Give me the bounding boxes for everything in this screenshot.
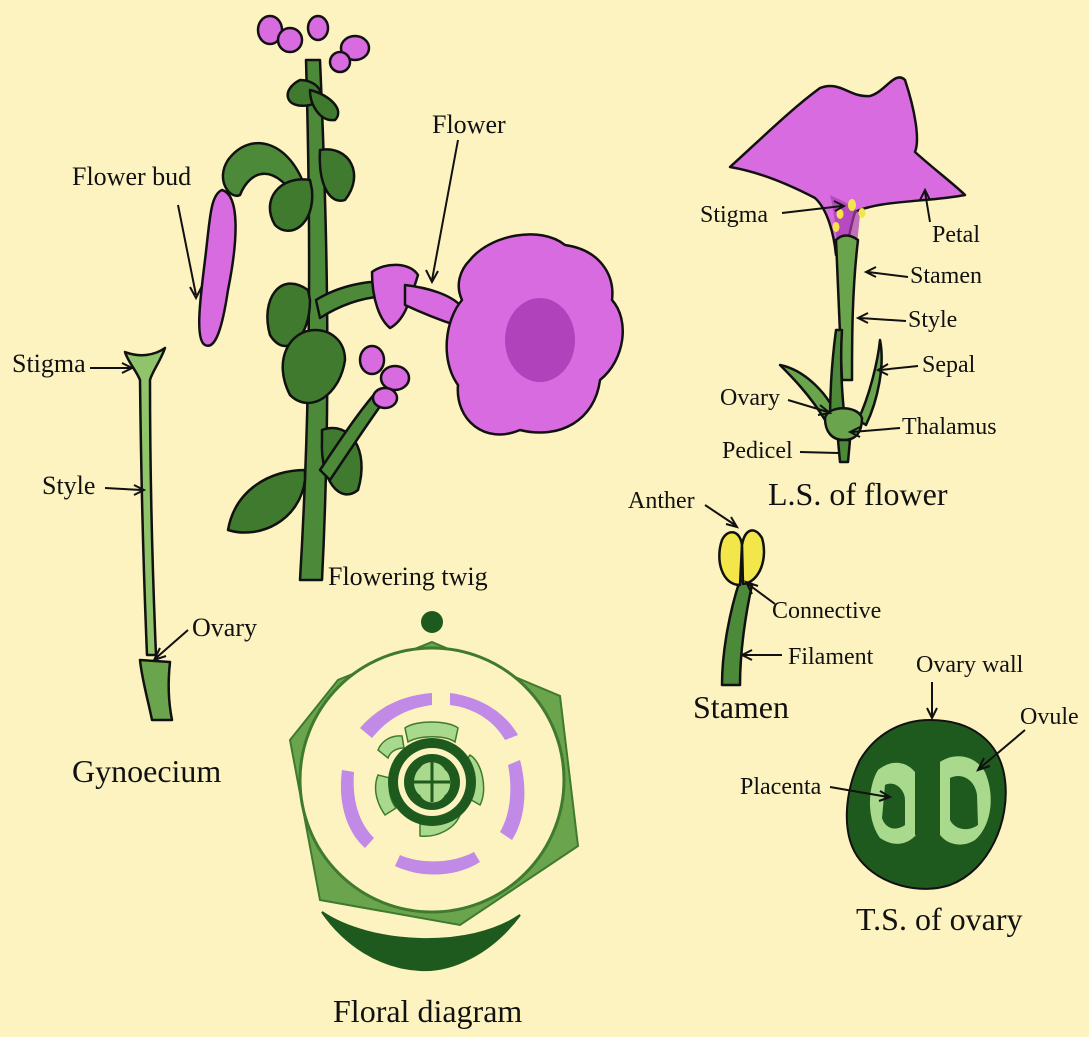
label-ls-thalamus: Thalamus xyxy=(902,414,997,440)
arrow-ls-pedicel xyxy=(800,452,838,453)
arrow-anther xyxy=(705,505,737,527)
label-flower: Flower xyxy=(432,110,506,139)
label-placenta: Placenta xyxy=(740,774,822,800)
stamen-drawing xyxy=(719,530,764,685)
label-ls-title: L.S. of flower xyxy=(768,476,948,512)
label-floral-diagram: Floral diagram xyxy=(333,993,522,1029)
label-anther: Anther xyxy=(628,488,695,514)
arrow-flower xyxy=(426,140,458,282)
label-connective: Connective xyxy=(772,598,881,624)
label-filament: Filament xyxy=(788,644,874,670)
arrow-gyn-style xyxy=(105,485,144,495)
arrow-ls-sepal xyxy=(878,364,918,375)
label-ts-title: T.S. of ovary xyxy=(856,901,1022,937)
label-ls-style: Style xyxy=(908,307,957,333)
arrow-ls-style xyxy=(858,313,906,323)
label-ovary-wall: Ovary wall xyxy=(916,652,1024,678)
label-ls-ovary: Ovary xyxy=(720,385,780,411)
label-ovule: Ovule xyxy=(1020,704,1079,730)
label-flowering-twig: Flowering twig xyxy=(328,562,488,591)
ts-ovary-drawing xyxy=(847,720,1006,889)
label-ls-stigma: Stigma xyxy=(700,202,768,228)
arrow-flower-bud xyxy=(178,205,202,298)
arrow-ovary-wall xyxy=(927,682,937,718)
label-gyn-ovary: Ovary xyxy=(192,613,257,642)
gynoecium-drawing xyxy=(125,348,172,720)
label-flower-bud: Flower bud xyxy=(72,162,191,191)
arrow-filament xyxy=(742,650,782,660)
label-ls-petal: Petal xyxy=(932,222,980,248)
label-gyn-stigma: Stigma xyxy=(12,349,86,378)
arrow-ls-petal xyxy=(920,190,930,222)
floral-diagram-drawing xyxy=(290,611,578,970)
arrow-ls-stamen xyxy=(866,267,908,277)
arrow-gyn-ovary xyxy=(154,630,188,660)
flowering-twig-drawing xyxy=(199,16,623,580)
label-gynoecium: Gynoecium xyxy=(72,753,221,789)
label-gyn-style: Style xyxy=(42,471,95,500)
arrow-gyn-stigma xyxy=(90,363,132,373)
label-ls-stamen: Stamen xyxy=(910,263,982,289)
label-ls-sepal: Sepal xyxy=(922,352,976,378)
label-ls-pedicel: Pedicel xyxy=(722,438,793,464)
label-stamen-title: Stamen xyxy=(693,689,789,725)
arrow-ls-thalamus xyxy=(850,427,900,437)
